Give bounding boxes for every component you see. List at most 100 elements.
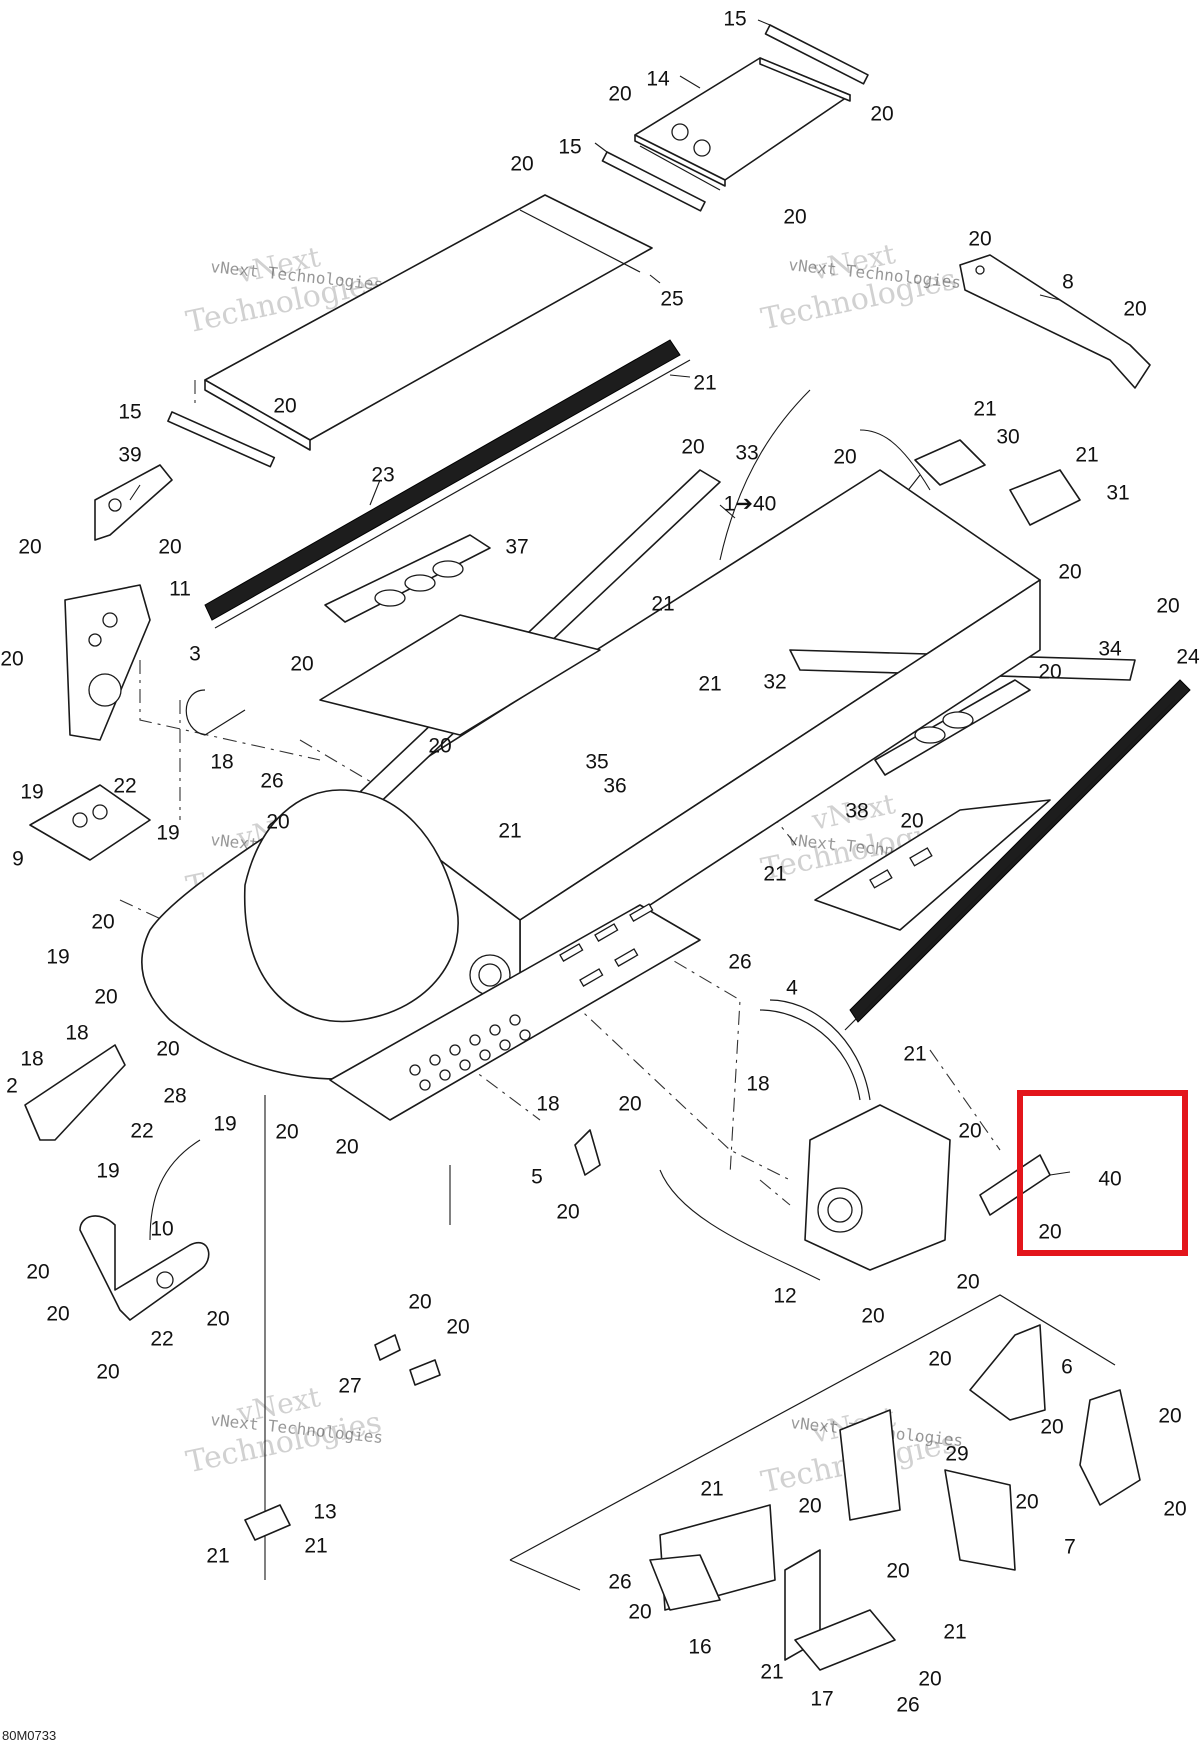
- callout-19: 19: [46, 946, 69, 969]
- callout-20: 20: [1163, 1498, 1186, 1521]
- callout-9: 9: [12, 848, 24, 871]
- callout-21: 21: [760, 1661, 783, 1684]
- callout-20: 20: [335, 1136, 358, 1159]
- callout-19: 19: [20, 781, 43, 804]
- callout-25: 25: [660, 288, 683, 311]
- running-board-right: [814, 679, 1051, 931]
- callout-20: 20: [1015, 1491, 1038, 1514]
- footrest-holes: [409, 1014, 531, 1091]
- callout-20: 20: [158, 536, 181, 559]
- callout-39: 39: [118, 444, 141, 467]
- callout-20: 20: [618, 1093, 641, 1116]
- callout-20: 20: [1123, 298, 1146, 321]
- callout-38: 38: [845, 800, 868, 823]
- callout-21: 21: [763, 863, 786, 886]
- callout-20: 20: [783, 206, 806, 229]
- callout-23: 23: [371, 464, 394, 487]
- callout-20: 20: [18, 536, 41, 559]
- callout-16: 16: [688, 1636, 711, 1659]
- callout-7: 7: [1064, 1536, 1076, 1559]
- callout-21: 21: [903, 1043, 926, 1066]
- callout-21: 21: [206, 1545, 229, 1568]
- callout-20: 20: [156, 1038, 179, 1061]
- callout-20: 20: [96, 1361, 119, 1384]
- callout-11: 11: [169, 578, 191, 601]
- callout-4: 4: [786, 977, 798, 1000]
- callout-6: 6: [1061, 1356, 1073, 1379]
- callout-20: 20: [94, 986, 117, 1009]
- callout-20: 20: [446, 1316, 469, 1339]
- callout-20: 20: [556, 1201, 579, 1224]
- callout-20: 20: [91, 911, 114, 934]
- callout-37: 37: [505, 536, 528, 559]
- callout-19: 19: [213, 1113, 236, 1136]
- callout-20: 20: [958, 1120, 981, 1143]
- callout-21: 21: [973, 398, 996, 421]
- callout-20: 20: [46, 1303, 69, 1326]
- callout-20: 20: [428, 735, 451, 758]
- callout-20: 20: [1038, 1221, 1061, 1244]
- callout-20: 20: [1040, 1416, 1063, 1439]
- rail-23: [204, 339, 691, 629]
- callout-20: 20: [798, 1495, 821, 1518]
- bracket-8: [959, 254, 1151, 389]
- callout-24: 24: [1176, 646, 1200, 669]
- callout-20: 20: [26, 1261, 49, 1284]
- callout-20: 20: [681, 436, 704, 459]
- callout-21: 21: [698, 673, 721, 696]
- callout-33: 33: [735, 442, 758, 465]
- callout-20: 20: [408, 1291, 431, 1314]
- rail-24: [844, 679, 1191, 1031]
- callout-13: 13: [313, 1501, 336, 1524]
- callout-18: 18: [20, 1048, 43, 1071]
- callout-18: 18: [65, 1022, 88, 1045]
- callout-18: 18: [536, 1093, 559, 1116]
- callout-35: 35: [585, 751, 608, 774]
- callout-12: 12: [773, 1285, 796, 1308]
- callout-30: 30: [996, 426, 1019, 449]
- callout-2: 2: [6, 1075, 18, 1098]
- callout-26: 26: [728, 951, 751, 974]
- small-brackets: [24, 439, 1141, 1671]
- callout-20: 20: [918, 1668, 941, 1691]
- callout-20: 20: [870, 103, 893, 126]
- callout-20: 20: [266, 811, 289, 834]
- callout-26: 26: [260, 770, 283, 793]
- callout-18: 18: [210, 751, 233, 774]
- highlight-box-40: [1017, 1090, 1188, 1256]
- callout-15: 15: [723, 8, 746, 31]
- callout-20: 20: [1038, 661, 1061, 684]
- callout-21: 21: [304, 1535, 327, 1558]
- callout-21: 21: [1075, 444, 1098, 467]
- leader-lines: [129, 19, 1071, 1176]
- callout-20: 20: [275, 1121, 298, 1144]
- callout-15: 15: [558, 136, 581, 159]
- callout-20: 20: [1158, 1405, 1181, 1428]
- callout-21: 21: [700, 1478, 723, 1501]
- callout-21: 21: [693, 372, 716, 395]
- callout-31: 31: [1106, 482, 1129, 505]
- callout-21: 21: [498, 820, 521, 843]
- callout-22: 22: [150, 1328, 173, 1351]
- callout-14: 14: [646, 68, 670, 91]
- callout-17: 17: [810, 1688, 833, 1711]
- panel-25: [167, 194, 653, 468]
- floor-slots: [559, 903, 654, 987]
- reference-code: 80M0733: [2, 1728, 56, 1743]
- callout-20: 20: [1156, 595, 1179, 618]
- callout-29: 29: [945, 1443, 968, 1466]
- running-board-left: [319, 534, 601, 736]
- callout-15: 15: [118, 401, 141, 424]
- callout-19: 19: [96, 1160, 119, 1183]
- callout-20: 20: [510, 153, 533, 176]
- callout-3: 3: [189, 643, 201, 666]
- callout-34: 34: [1098, 638, 1122, 661]
- callout-20: 20: [861, 1305, 884, 1328]
- callout-26: 26: [608, 1571, 631, 1594]
- tunnel-body: [141, 469, 1136, 1121]
- callout-20: 20: [900, 810, 923, 833]
- callout-19: 19: [156, 822, 179, 845]
